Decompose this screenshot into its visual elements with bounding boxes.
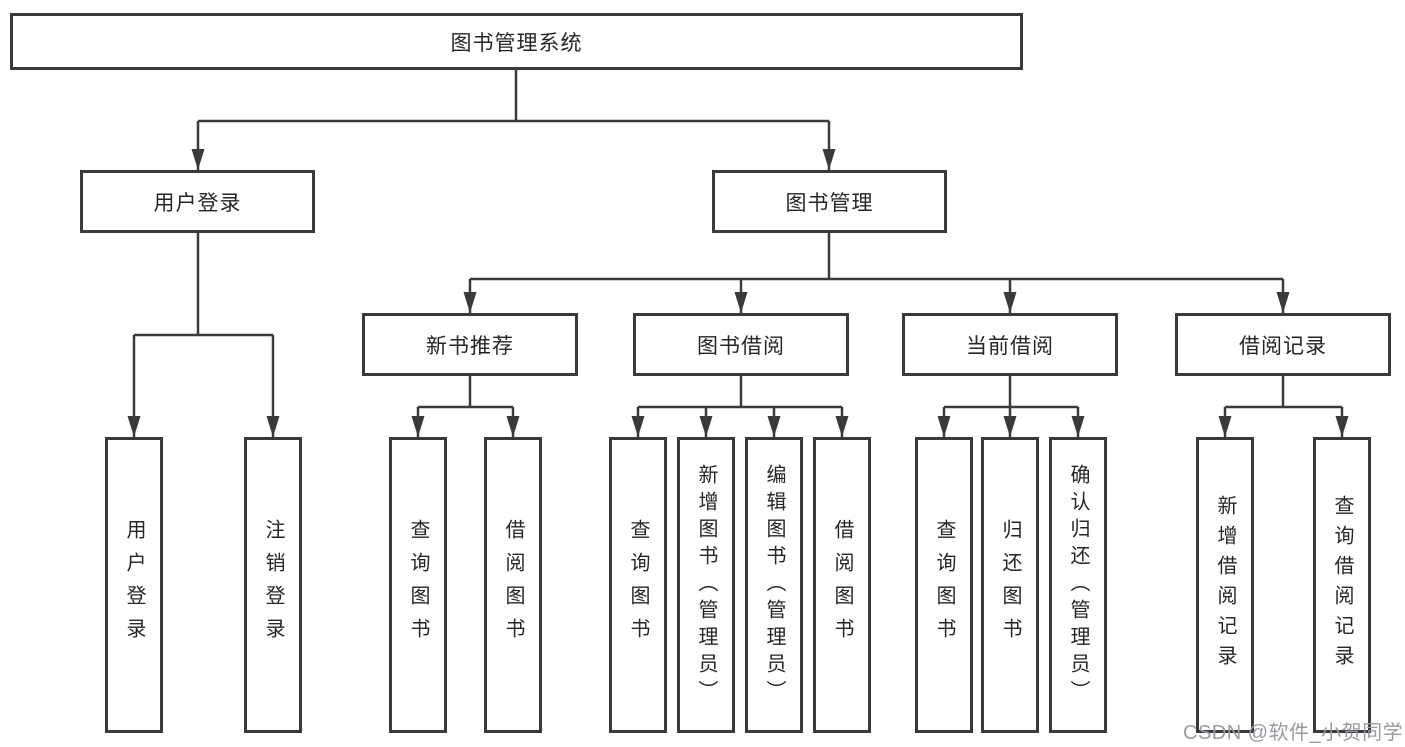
leaf-label: 查询借阅记录 [1331,495,1353,675]
leaf-br-query-record: 查询借阅记录 [1313,437,1371,733]
leaf-label: 借阅图书 [502,519,524,651]
leaf-label: 查询图书 [627,519,649,651]
leaf-ns-borrow-books: 借阅图书 [484,437,542,733]
leaf-bb-query-books: 查询图书 [609,437,667,733]
connector-lines [134,70,1342,409]
leaf-bb-add-books-admin: 新增图书（管理员） [677,437,735,733]
leaf-label: 查询图书 [407,519,429,651]
csdn-watermark: CSDN @软件_小贺同学 [1183,722,1404,744]
node-book-mgmt: 图书管理 [712,170,947,233]
leaf-label: 查询图书 [933,519,955,651]
leaf-label: 借阅图书 [831,519,853,651]
node-current-borrow: 当前借阅 [902,313,1118,376]
leaf-bb-borrow-books: 借阅图书 [813,437,871,733]
leaf-user-login: 用户登录 [105,437,163,733]
node-root-system: 图书管理系统 [10,13,1023,70]
node-new-book-rec: 新书推荐 [362,313,578,376]
node-user-login: 用户登录 [80,170,315,233]
leaf-ns-query-books: 查询图书 [389,437,447,733]
leaf-label: 归还图书 [999,519,1021,651]
leaf-label: 用户登录 [123,519,145,651]
leaf-logout: 注销登录 [244,437,302,733]
node-book-borrow: 图书借阅 [633,313,849,376]
node-borrow-records: 借阅记录 [1175,313,1391,376]
leaf-cb-query-books: 查询图书 [915,437,973,733]
leaf-label: 编辑图书（管理员） [763,463,785,707]
leaf-label: 新增借阅记录 [1214,495,1236,675]
leaf-br-add-record: 新增借阅记录 [1196,437,1254,733]
leaf-label: 新增图书（管理员） [695,463,717,707]
leaf-label: 确认归还（管理员） [1067,463,1089,707]
leaf-cb-confirm-return-admin: 确认归还（管理员） [1049,437,1107,733]
leaf-label: 注销登录 [262,519,284,651]
leaf-cb-return-books: 归还图书 [981,437,1039,733]
leaf-bb-edit-books-admin: 编辑图书（管理员） [745,437,803,733]
